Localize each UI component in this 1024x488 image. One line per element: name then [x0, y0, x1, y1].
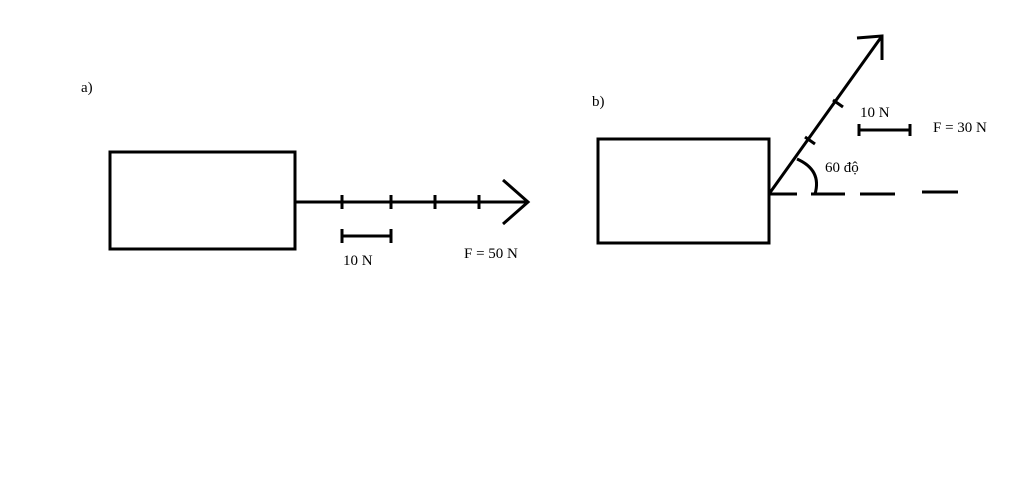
- block-b: [596, 137, 771, 245]
- part-b: b) 60 độ 10 N F = 30 N: [592, 34, 987, 245]
- angle-label: 60 độ: [825, 160, 859, 176]
- angle-arc: [796, 157, 818, 195]
- part-a: a) 10 N F = 50 N: [81, 80, 531, 269]
- force-arrow-a-head: [502, 178, 531, 226]
- force-arrow-b-head: [856, 34, 884, 60]
- scale-label-a: 10 N: [343, 253, 373, 269]
- horizontal-reference-line: [769, 190, 958, 196]
- scale-bar-a: [340, 229, 393, 243]
- tick-mark: [832, 98, 844, 109]
- force-label-b: F = 30 N: [933, 120, 987, 136]
- block-a: [108, 150, 297, 251]
- part-b-label: b): [592, 94, 605, 110]
- tick-mark: [804, 135, 816, 146]
- part-a-label: a): [81, 80, 93, 96]
- scale-label-b: 10 N: [860, 105, 890, 121]
- scale-bar-b: [857, 124, 912, 136]
- force-arrow-b-shaft: [767, 35, 884, 195]
- force-label-a: F = 50 N: [464, 246, 518, 262]
